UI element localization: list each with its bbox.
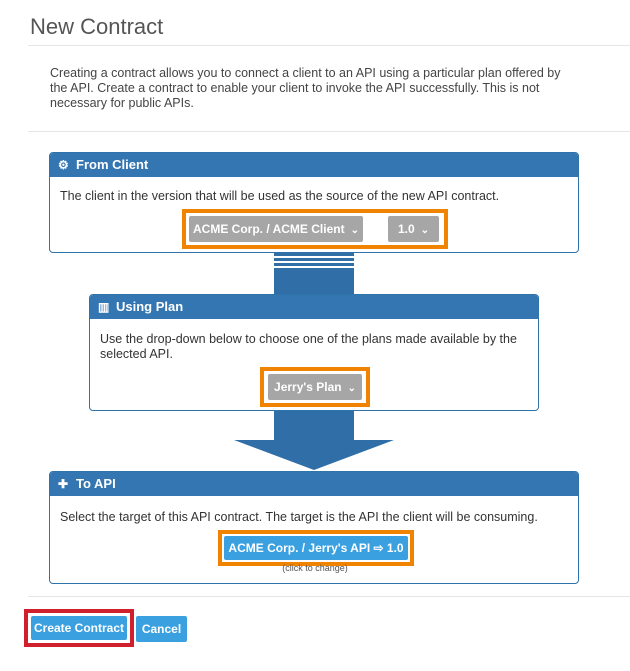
plan-select-label: Jerry's Plan (274, 380, 342, 394)
plan-select[interactable]: Jerry's Plan ⌄ (268, 374, 362, 400)
flow-connector (274, 252, 354, 294)
client-selection-highlight: ACME Corp. / ACME Client ⌄ 1.0 ⌄ (182, 209, 448, 249)
to-api-panel: ✚ To API Select the target of this API co… (49, 471, 579, 584)
client-select-label: ACME Corp. / ACME Client (193, 222, 345, 236)
select-api-button[interactable]: ACME Corp. / Jerry's API ⇨ 1.0 (224, 536, 408, 560)
cancel-button[interactable]: Cancel (136, 616, 187, 642)
chevron-down-icon: ⌄ (350, 225, 359, 236)
create-highlight: Create Contract (24, 609, 134, 647)
using-plan-title: Using Plan (116, 299, 184, 314)
gears-icon: ⚙ (58, 158, 69, 172)
to-api-description: Select the target of this API contract. … (60, 510, 538, 524)
plan-selection-highlight: Jerry's Plan ⌄ (260, 367, 370, 407)
to-api-header: ✚ To API (50, 472, 578, 496)
version-select[interactable]: 1.0 ⌄ (388, 216, 439, 242)
flow-arrow-icon (234, 410, 394, 470)
page-title: New Contract (30, 14, 164, 39)
intro-text: Creating a contract allows you to connec… (50, 66, 561, 110)
using-plan-description: Use the drop-down below to choose one of… (100, 332, 517, 361)
api-selection-highlight: ACME Corp. / Jerry's API ⇨ 1.0 (218, 530, 414, 566)
chevron-down-icon: ⌄ (347, 383, 356, 394)
actions-divider (28, 596, 630, 597)
change-hint: (click to change) (282, 563, 348, 573)
from-client-description: The client in the version that will be u… (60, 189, 500, 203)
puzzle-icon: ✚ (58, 477, 69, 491)
chevron-down-icon: ⌄ (420, 225, 430, 236)
using-plan-panel: ▥ Using Plan Use the drop-down below to c… (89, 294, 539, 411)
from-client-title: From Client (76, 157, 149, 172)
create-contract-button[interactable]: Create Contract (31, 616, 127, 640)
from-client-header: ⚙ From Client (50, 153, 578, 177)
from-client-panel: ⚙ From Client The client in the version t… (49, 152, 579, 253)
intro-divider (28, 131, 630, 132)
to-api-title: To API (76, 476, 116, 491)
client-select[interactable]: ACME Corp. / ACME Client ⌄ (189, 216, 363, 242)
bar-chart-icon: ▥ (98, 300, 110, 314)
title-divider (28, 45, 630, 46)
using-plan-header: ▥ Using Plan (90, 295, 538, 319)
version-select-label: 1.0 (397, 222, 415, 236)
